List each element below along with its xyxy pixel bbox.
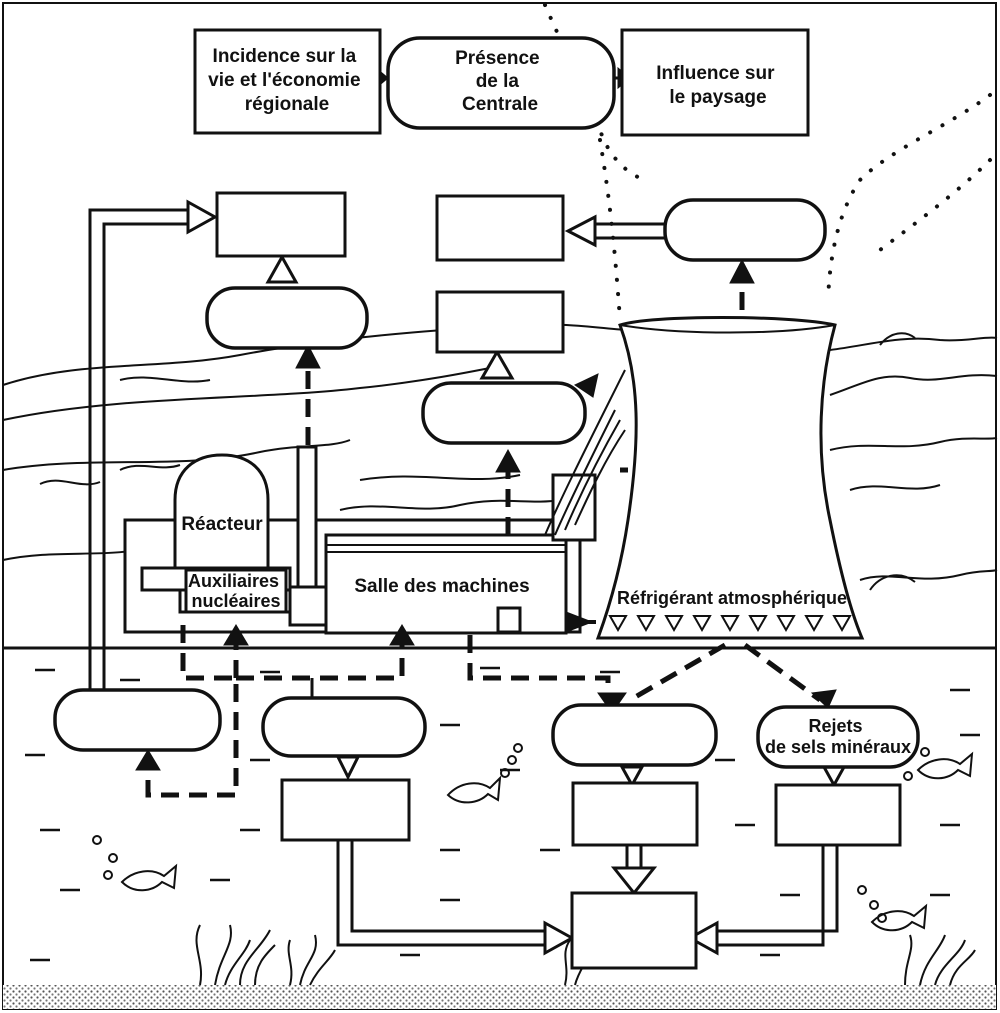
machine-hall-label: Salle des machines xyxy=(354,576,529,597)
cooling-tower-label: Réfrigérant atmosphérique xyxy=(617,588,847,608)
fish-icon xyxy=(120,751,974,932)
auxiliaries-label: Auxiliaires nucléaires xyxy=(188,571,284,611)
cooling-tower xyxy=(595,316,865,640)
solid-arrows xyxy=(135,66,837,771)
paysage-label: Influence sur le paysage xyxy=(656,63,780,108)
reactor-label: Réacteur xyxy=(181,514,263,535)
blank-boxes xyxy=(215,191,902,970)
landscape-hills xyxy=(2,323,998,591)
mineral-salts-label: Rejets de sels minéraux xyxy=(765,716,911,757)
presence-label: Présence de la Centrale xyxy=(455,48,545,115)
incidence-label: Incidence sur la vie et l'économie régio… xyxy=(208,46,366,115)
pipes xyxy=(88,208,839,947)
plant-buildings xyxy=(123,369,626,635)
top-boxes xyxy=(193,28,810,137)
water-ripples xyxy=(25,666,980,962)
dashed-flows xyxy=(145,278,822,798)
blank-ovals xyxy=(53,198,920,769)
bubbles xyxy=(92,743,930,923)
steam-plume xyxy=(543,3,992,322)
river-bed xyxy=(3,985,996,1009)
